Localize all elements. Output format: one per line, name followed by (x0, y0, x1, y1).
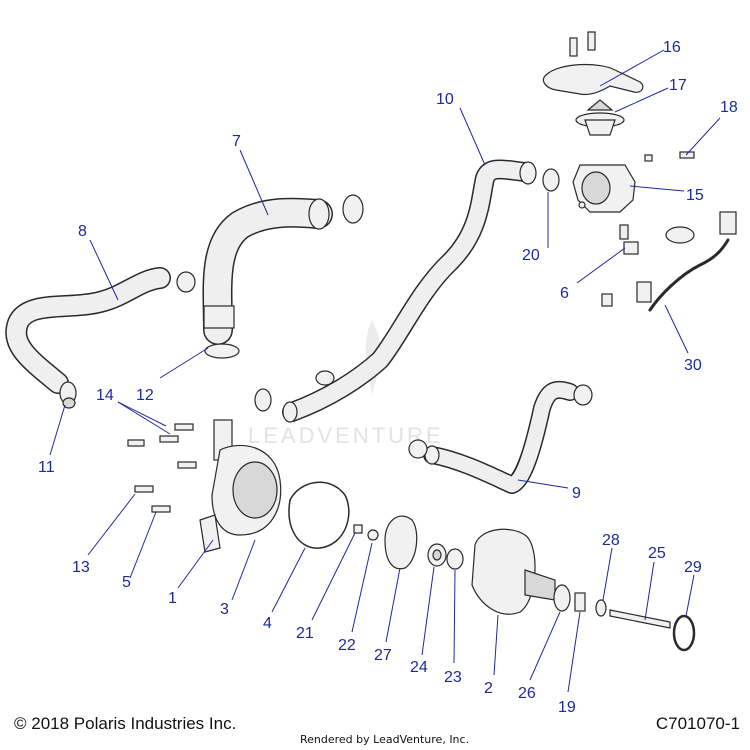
callout-2[interactable]: 2 (484, 680, 493, 697)
hose-clamp-10[interactable] (254, 370, 335, 412)
callout-7[interactable]: 7 (232, 133, 241, 150)
thermostat-cover-16[interactable] (542, 31, 644, 96)
hose-10[interactable] (282, 159, 537, 423)
washer-22[interactable] (367, 529, 379, 541)
o-ring-29[interactable] (672, 614, 696, 652)
callout-numbers: 16 17 18 15 10 7 8 20 6 30 12 14 11 9 13… (38, 39, 738, 716)
shaft-25[interactable] (609, 609, 671, 629)
hose-clamp-9[interactable] (408, 384, 593, 459)
hose-9[interactable] (423, 380, 579, 494)
callout-10[interactable]: 10 (436, 91, 454, 108)
callout-5[interactable]: 5 (122, 574, 131, 591)
callout-13[interactable]: 13 (72, 559, 90, 576)
callout-24[interactable]: 24 (410, 659, 428, 676)
hose-clamp-12[interactable] (204, 343, 240, 359)
wire-harness-30[interactable] (636, 211, 737, 312)
callout-9[interactable]: 9 (572, 485, 581, 502)
hose-clamp-8[interactable] (59, 271, 196, 409)
callout-22[interactable]: 22 (338, 637, 356, 654)
callout-12[interactable]: 12 (136, 387, 154, 404)
sensor-6[interactable] (601, 224, 639, 307)
bolt-18[interactable] (644, 151, 695, 162)
callout-20[interactable]: 20 (522, 247, 540, 264)
callout-6[interactable]: 6 (560, 285, 569, 302)
bolt-21[interactable] (353, 524, 363, 534)
bolt-13[interactable] (134, 485, 154, 493)
hose-8[interactable] (5, 267, 171, 394)
rendered-by-credit: Rendered by LeadVenture, Inc. (300, 733, 470, 746)
callout-8[interactable]: 8 (78, 223, 87, 240)
bolts-14[interactable] (127, 423, 197, 469)
seal-23[interactable] (446, 548, 464, 570)
gasket-4[interactable] (288, 481, 350, 549)
thermostat-housing-15[interactable] (572, 164, 636, 213)
water-pump-housing-1[interactable] (199, 419, 282, 553)
watermark-text: LEADVENTURE (248, 423, 444, 448)
callout-1[interactable]: 1 (168, 590, 177, 607)
hose-clamp-7[interactable] (342, 194, 364, 224)
callout-27[interactable]: 27 (374, 647, 392, 664)
bolt-5[interactable] (151, 505, 171, 513)
ring-26[interactable] (553, 584, 571, 612)
water-pump-cover-2[interactable] (471, 528, 556, 615)
callout-15[interactable]: 15 (686, 187, 704, 204)
callout-3[interactable]: 3 (220, 601, 229, 618)
hose-7[interactable] (202, 197, 333, 345)
callout-26[interactable]: 26 (518, 685, 536, 702)
callout-19[interactable]: 19 (558, 699, 576, 716)
callout-25[interactable]: 25 (648, 545, 666, 562)
callout-14[interactable]: 14 (96, 387, 114, 404)
callout-4[interactable]: 4 (263, 615, 272, 632)
callout-11[interactable]: 11 (38, 459, 55, 476)
leader-lines (49, 49, 721, 693)
thermostat-17[interactable] (575, 99, 625, 136)
callout-16[interactable]: 16 (663, 39, 681, 56)
seal-24[interactable] (427, 543, 447, 567)
callout-30[interactable]: 30 (684, 357, 702, 374)
clip-19[interactable] (574, 592, 586, 612)
callout-23[interactable]: 23 (444, 669, 462, 686)
diagram-code: C701070-1 (655, 714, 740, 733)
callout-18[interactable]: 18 (720, 99, 738, 116)
callout-17[interactable]: 17 (669, 77, 687, 94)
callout-28[interactable]: 28 (602, 532, 620, 549)
hose-clamp-20[interactable] (542, 168, 560, 192)
callout-21[interactable]: 21 (296, 625, 314, 642)
callout-29[interactable]: 29 (684, 559, 702, 576)
impeller-27[interactable] (384, 515, 418, 570)
o-ring-28[interactable] (595, 599, 607, 617)
copyright-notice: © 2018 Polaris Industries Inc. (14, 714, 237, 733)
